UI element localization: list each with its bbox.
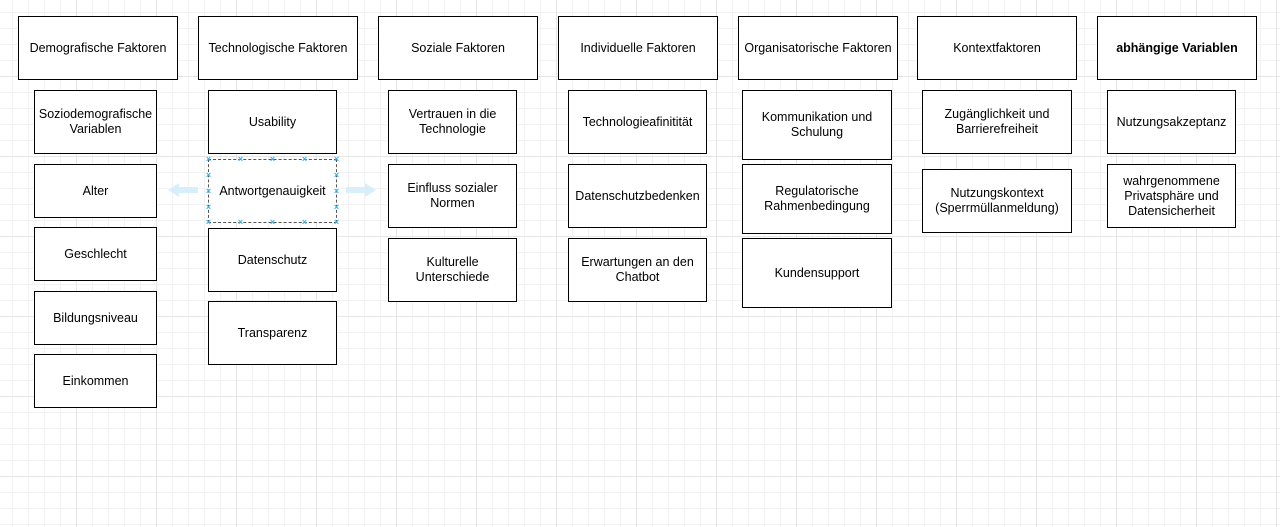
node-zugaenglichkeit-und-barrierefreiheit[interactable]: Zugänglichkeit und Barrierefreiheit <box>922 90 1072 154</box>
header-organisatorische-faktoren[interactable]: Organisatorische Faktoren <box>738 16 898 80</box>
node-einfluss-sozialer-normen[interactable]: Einfluss sozialer Normen <box>388 164 517 228</box>
header-kontextfaktoren[interactable]: Kontextfaktoren <box>917 16 1077 80</box>
node-alter[interactable]: Alter <box>34 164 157 218</box>
resize-handle-icon[interactable]: × <box>205 217 212 227</box>
node-einkommen[interactable]: Einkommen <box>34 354 157 408</box>
node-datenschutz[interactable]: Datenschutz <box>208 228 337 292</box>
header-abhaengige-variablen[interactable]: abhängige Variablen <box>1097 16 1257 80</box>
header-demografische-faktoren[interactable]: Demografische Faktoren <box>18 16 178 80</box>
node-kommunikation-und-schulung[interactable]: Kommunikation und Schulung <box>742 90 892 160</box>
node-nutzungsakzeptanz[interactable]: Nutzungsakzeptanz <box>1107 90 1236 154</box>
resize-handle-icon[interactable]: × <box>205 186 212 196</box>
node-erwartungen-an-den-chatbot[interactable]: Erwartungen an den Chatbot <box>568 238 707 302</box>
node-antwortgenauigkeit[interactable]: Antwortgenauigkeit <box>208 159 337 223</box>
node-kundensupport[interactable]: Kundensupport <box>742 238 892 308</box>
resize-handle-icon[interactable]: × <box>333 202 340 212</box>
node-datenschutzbedenken[interactable]: Datenschutzbedenken <box>568 164 707 228</box>
resize-handle-icon[interactable]: × <box>301 154 308 164</box>
resize-handle-icon[interactable]: × <box>237 154 244 164</box>
node-kulturelle-unterschiede[interactable]: Kulturelle Unterschiede <box>388 238 517 302</box>
node-technologieafinititaet[interactable]: Technologieafinitität <box>568 90 707 154</box>
node-nutzungskontext[interactable]: Nutzungskontext (Sperrmüllanmeldung) <box>922 169 1072 233</box>
resize-handle-icon[interactable]: × <box>333 186 340 196</box>
header-individuelle-faktoren[interactable]: Individuelle Faktoren <box>558 16 718 80</box>
node-geschlecht[interactable]: Geschlecht <box>34 227 157 281</box>
node-soziodemografische-variablen[interactable]: Soziodemografische Variablen <box>34 90 157 154</box>
resize-handle-icon[interactable]: × <box>205 154 212 164</box>
resize-handle-icon[interactable]: × <box>301 217 308 227</box>
resize-handle-icon[interactable]: × <box>237 217 244 227</box>
node-vertrauen-in-die-technologie[interactable]: Vertrauen in die Technologie <box>388 90 517 154</box>
node-transparenz[interactable]: Transparenz <box>208 301 337 365</box>
resize-handle-icon[interactable]: × <box>333 154 340 164</box>
resize-handle-icon[interactable]: × <box>333 217 340 227</box>
resize-handle-icon[interactable]: × <box>205 202 212 212</box>
resize-handle-icon[interactable]: × <box>269 217 276 227</box>
node-bildungsniveau[interactable]: Bildungsniveau <box>34 291 157 345</box>
node-wahrgenommene-privatsphaere[interactable]: wahrgenommene Privatsphäre und Datensich… <box>1107 164 1236 228</box>
connect-left-arrow-icon[interactable] <box>166 181 200 199</box>
resize-handle-icon[interactable]: × <box>205 170 212 180</box>
node-regulatorische-rahmenbedingung[interactable]: Regulatorische Rahmenbedingung <box>742 164 892 234</box>
resize-handle-icon[interactable]: × <box>269 154 276 164</box>
resize-handle-icon[interactable]: × <box>333 170 340 180</box>
connect-right-arrow-icon[interactable] <box>344 181 378 199</box>
header-soziale-faktoren[interactable]: Soziale Faktoren <box>378 16 538 80</box>
header-technologische-faktoren[interactable]: Technologische Faktoren <box>198 16 358 80</box>
node-usability[interactable]: Usability <box>208 90 337 154</box>
